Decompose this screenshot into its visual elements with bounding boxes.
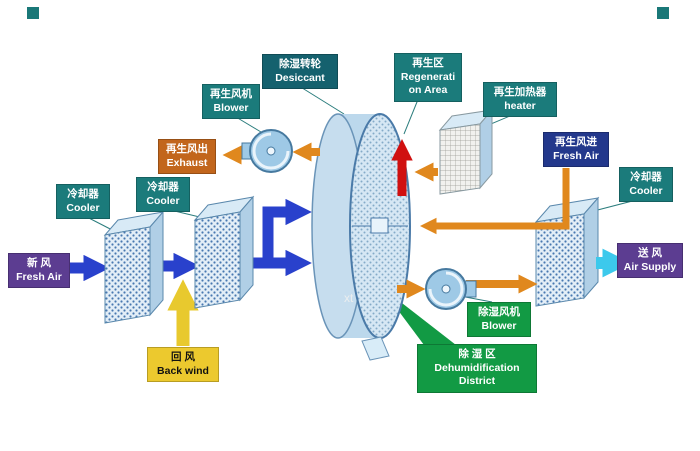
label-text-en: Desiccant	[275, 71, 325, 84]
label-text-en: heater	[504, 99, 536, 112]
wheel-drive-tab	[361, 336, 390, 361]
label-regen-fresh-air: 再生风进 Fresh Air	[543, 132, 609, 168]
heater-unit	[438, 108, 494, 195]
regen-blower-fan	[241, 129, 293, 173]
label-text-zh: 新 风	[27, 257, 51, 269]
corner-square-right	[657, 7, 669, 19]
cooler-unit-left-1	[103, 210, 165, 324]
cooler-unit-left-2	[193, 195, 255, 309]
label-text-zh: 回 风	[171, 351, 195, 363]
label-text-en: Fresh Air	[16, 270, 62, 283]
label-text-zh: 再生风机	[210, 88, 252, 100]
label-regen-blower: 再生风机 Blower	[202, 84, 260, 120]
label-text-zh: 冷却器	[630, 171, 662, 183]
label-text-zh: 除湿转轮	[279, 58, 321, 70]
label-text-zh: 冷却器	[67, 188, 99, 200]
label-fresh-air: 新 风 Fresh Air	[8, 253, 70, 289]
wheel-hub	[370, 217, 389, 234]
label-back-wind: 回 风 Back wind	[147, 347, 219, 383]
label-text-zh: 再生加热器	[493, 86, 547, 98]
label-text-en: Exhaust	[166, 156, 208, 169]
label-text-en: Cooler	[629, 184, 663, 197]
label-text-en: Blower	[481, 319, 517, 332]
label-text-en: Air Supply	[623, 260, 677, 273]
label-desiccant-wheel: 除湿转轮 Desiccant	[262, 54, 338, 90]
label-text-en: Dehumidification	[434, 361, 520, 374]
process-air-arrows	[70, 198, 312, 282]
rotary-wheel	[311, 113, 411, 361]
label-text-zh: 除 湿 区	[458, 348, 496, 360]
label-dehumid-district: 除 湿 区 Dehumidification District	[417, 344, 537, 393]
label-regen-heater: 再生加热器 heater	[483, 82, 557, 118]
label-cooler-right: 冷却器 Cooler	[619, 167, 673, 203]
label-text-en: Cooler	[66, 201, 100, 214]
corner-square-left	[27, 7, 39, 19]
label-regeneration-area: 再生区 Regenerati on Area	[394, 53, 462, 102]
label-text-zh: 再生区	[412, 57, 444, 69]
label-text-zh: 再生风出	[166, 143, 208, 155]
label-dehumid-blower: 除湿风机 Blower	[467, 302, 531, 338]
label-text-en: Cooler	[146, 194, 180, 207]
label-text-en: Blower	[213, 101, 249, 114]
label-text-zh: 除湿风机	[478, 306, 520, 318]
regeneration-arrows	[222, 139, 632, 299]
label-cooler-left-2: 冷却器 Cooler	[136, 177, 190, 213]
label-text-zh: 送 风	[638, 247, 662, 259]
label-text-en: Back wind	[157, 364, 209, 377]
label-exhaust: 再生风出 Exhaust	[158, 139, 216, 175]
label-cooler-left-1: 冷却器 Cooler	[56, 184, 110, 220]
label-text-en: on Area	[408, 84, 448, 97]
label-text-en: District	[458, 375, 496, 388]
label-text-zh: 再生风进	[555, 136, 597, 148]
dehumid-blower-fan	[425, 268, 477, 310]
label-air-supply: 送 风 Air Supply	[617, 243, 683, 279]
label-text-en: Regenerati	[400, 70, 456, 83]
watermark-text: xt	[344, 291, 354, 305]
label-text-zh: 冷却器	[147, 181, 179, 193]
label-text-en: Fresh Air	[553, 149, 599, 162]
regen-fresh-air-path	[419, 168, 570, 235]
